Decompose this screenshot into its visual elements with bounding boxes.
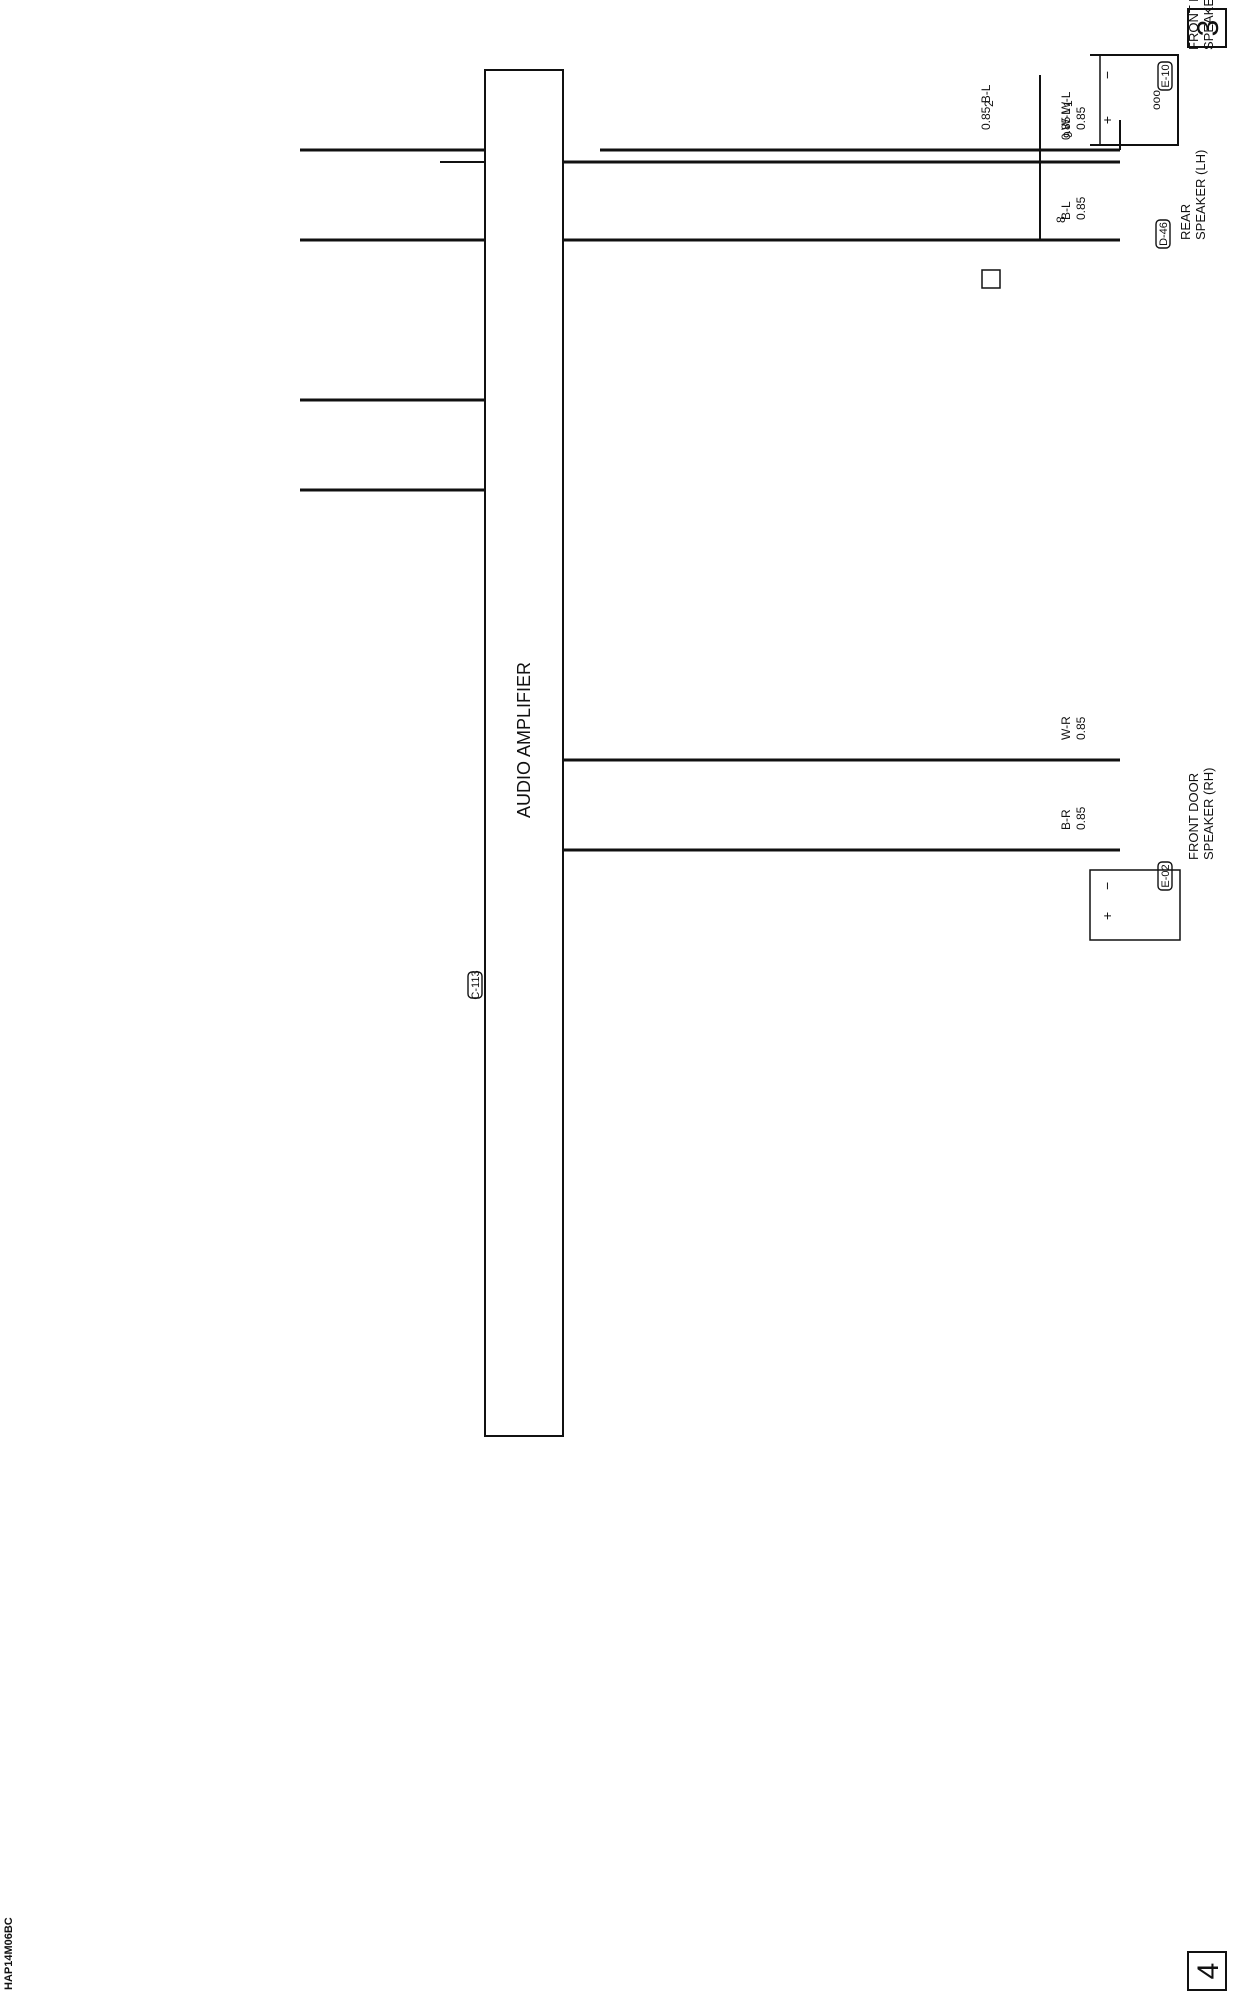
wire-labels: 0.85 W-L 0.85 B-L 0.85 W-R 0.85 B-R xyxy=(1059,106,1088,830)
sheet-box-top xyxy=(1187,8,1227,48)
speaker-lh-plus: + xyxy=(1099,116,1115,124)
label-front-lh-1: FRONT DOOR xyxy=(1186,0,1201,50)
wl-085wr-a: 0.85 xyxy=(1074,716,1088,740)
wire-lh-wl: 0.85 W-L xyxy=(1059,91,1073,140)
connector-tag-d46 xyxy=(1155,219,1171,249)
label-front-rh-2: SPEAKER (RH) xyxy=(1201,768,1216,860)
pin-9: 9 xyxy=(1061,131,1075,138)
pin-lh-1: 1 xyxy=(1061,100,1075,107)
label-rear-lh-1: REAR xyxy=(1178,204,1193,240)
wl-085bl-b: B-L xyxy=(1059,201,1073,220)
wl-085bl-a: 0.85 xyxy=(1074,196,1088,220)
amplifier-label: AUDIO AMPLIFIER xyxy=(514,662,534,818)
pin-lh-2: 2 xyxy=(982,100,996,107)
rear-speaker-lh: REAR SPEAKER (LH) D-46 xyxy=(981,150,1208,289)
connector-tag-e02 xyxy=(1157,861,1173,891)
wl-085br-b: B-R xyxy=(1059,809,1073,830)
amplifier-box xyxy=(484,69,564,1437)
speaker-rh-body xyxy=(1089,869,1181,941)
wl-085br-a: 0.85 xyxy=(1074,806,1088,830)
speaker-lh-coil: ooo xyxy=(1149,90,1163,110)
connector-tag-e10 xyxy=(1157,61,1173,91)
sheet-number-top: 3 xyxy=(1192,20,1225,37)
label-front-rh-1: FRONT DOOR xyxy=(1186,773,1201,860)
audio-amplifier-main: AUDIO AMPLIFIER C-113 xyxy=(467,69,564,1437)
label-front-lh-2: SPEAKER (LH) xyxy=(1201,0,1216,50)
label-rear-lh-2: SPEAKER (LH) xyxy=(1193,150,1208,240)
wl-085wl-b: W-L xyxy=(1059,108,1073,130)
sheet-box-bottom xyxy=(1187,1951,1227,1991)
speaker-rh-plus: + xyxy=(1099,912,1115,920)
connector-label-e02: E-02 xyxy=(1160,864,1172,887)
wl-085wr-b: W-R xyxy=(1059,716,1073,740)
sheet-number-bottom: 4 xyxy=(1192,1963,1225,1980)
connector-label-d46: D-46 xyxy=(1158,222,1170,246)
drawing-code: HAP14M06BC xyxy=(3,1917,15,1990)
connector-tag-c113 xyxy=(467,971,483,999)
connector-label-c113: C-113 xyxy=(470,970,482,999)
front-door-speaker-rh: + − FRONT DOOR SPEAKER (RH) E-02 xyxy=(1089,768,1216,941)
rear-lh-cone xyxy=(981,269,1001,289)
speaker-lh-minus: − xyxy=(1099,71,1115,79)
connector-label-e10: E-10 xyxy=(1160,64,1172,87)
speaker-rh-minus: − xyxy=(1099,882,1115,890)
speaker-lh-cone xyxy=(1099,54,1179,146)
wire-lh-bl: 0.85 B-L xyxy=(979,84,993,130)
front-door-speaker-lh: + − ooo FRONT DOOR SPEAKER (LH) E-10 xyxy=(1090,0,1216,146)
front-lh-wiring: 1 2 0.85 W-L 0.85 B-L 9 8 xyxy=(600,75,1121,242)
w085wl-top: 0.85 W-L xyxy=(1059,91,1073,140)
speaker-channels xyxy=(300,148,1120,852)
pin-8: 8 xyxy=(1054,216,1068,223)
wl-085wl-a: 0.85 xyxy=(1074,106,1088,130)
